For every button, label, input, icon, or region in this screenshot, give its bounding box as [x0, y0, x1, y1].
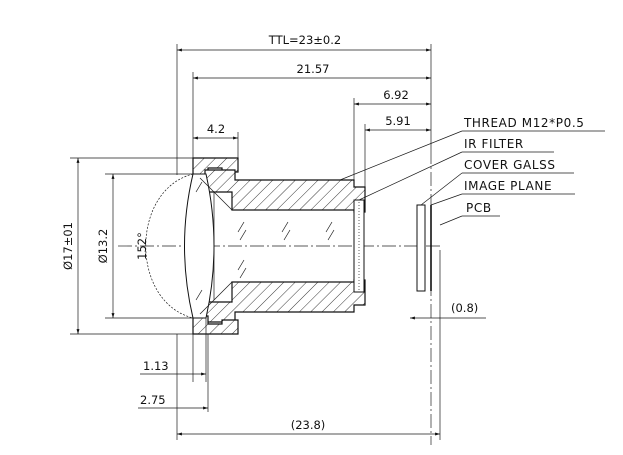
svg-text:THREAD M12*P0.5: THREAD M12*P0.5: [463, 116, 584, 130]
callout-image-plane: IMAGE PLANE: [430, 179, 575, 206]
dim-1-13-label: 1.13: [143, 359, 169, 373]
callout-cover-glass: COVER GALSS: [420, 158, 574, 206]
dim-4-2-label: 4.2: [207, 122, 225, 136]
dim-2-75-label: 2.75: [140, 393, 166, 407]
fov-label: 152°: [135, 232, 149, 260]
callout-ir-filter: IR FILTER: [358, 137, 554, 201]
dim-6-92-label: 6.92: [383, 88, 409, 102]
dim-23-8-label: (23.8): [291, 418, 326, 432]
ir-filter: [353, 199, 365, 293]
callout-pcb: PCB: [439, 201, 500, 226]
svg-text:PCB: PCB: [466, 201, 492, 215]
dim-0-8-label: (0.8): [451, 301, 478, 315]
dim-5-91-label: 5.91: [385, 114, 411, 128]
svg-text:IR FILTER: IR FILTER: [464, 137, 524, 151]
svg-text:IMAGE PLANE: IMAGE PLANE: [464, 179, 552, 193]
callout-thread: THREAD M12*P0.5: [339, 116, 605, 181]
lens-housing: [192, 157, 366, 335]
fov-arc: [145, 173, 194, 319]
dim-21-57-label: 21.57: [297, 62, 330, 76]
ttl-label: TTL=23±0.2: [268, 33, 341, 47]
dia-17-label: Ø17±01: [61, 222, 75, 270]
dia-13-2-label: Ø13.2: [96, 229, 110, 264]
cover-glass: [416, 204, 426, 292]
svg-text:COVER GALSS: COVER GALSS: [464, 158, 556, 172]
